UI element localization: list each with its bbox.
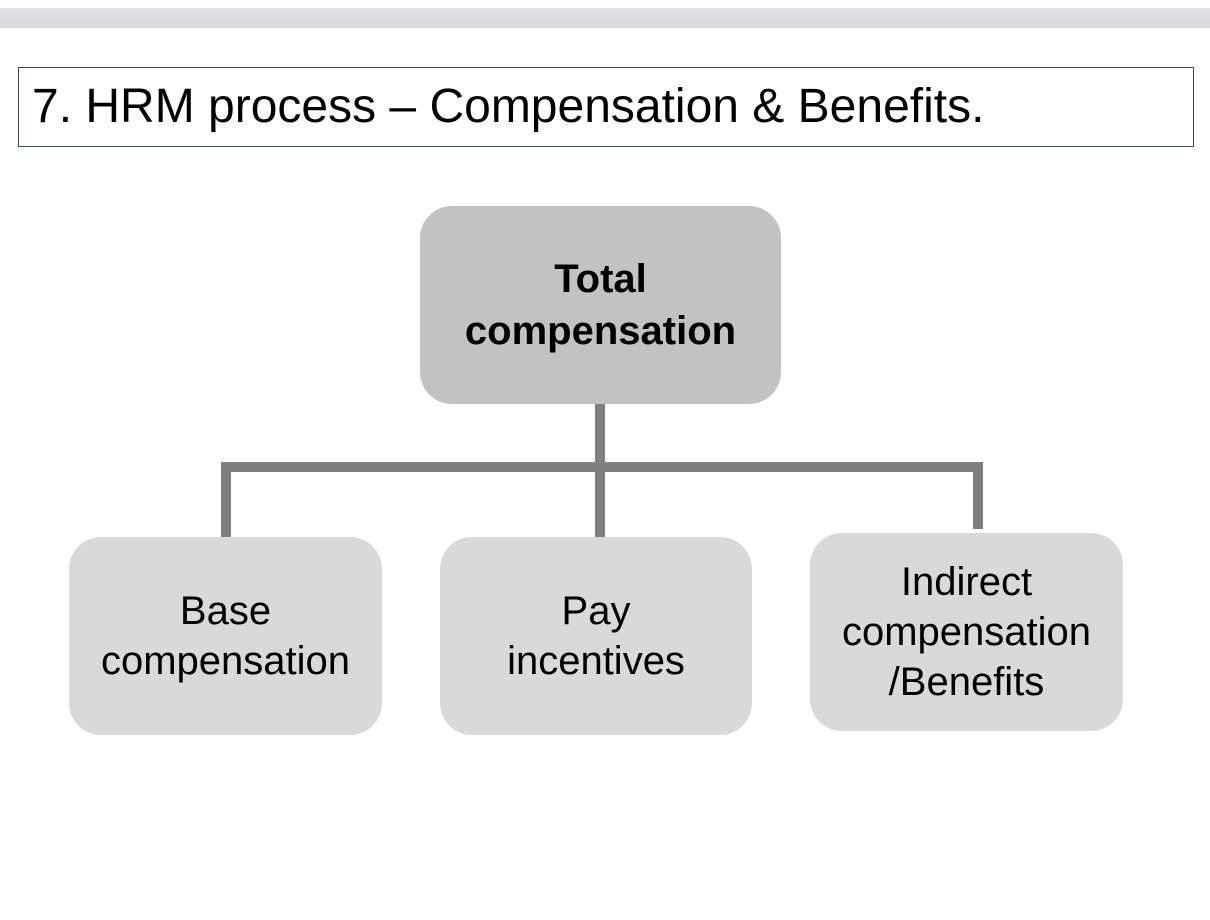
node-pay-incentives: Pay incentives [440,537,752,735]
slide-title: 7. HRM process – Compensation & Benefits… [32,80,985,133]
node-indirect-compensation-benefits: Indirect compensation /Benefits [810,533,1123,731]
node-label: Base compensation [100,589,351,683]
node-base-compensation: Base compensation [69,537,382,735]
title-box: 7. HRM process – Compensation & Benefits… [18,67,1194,147]
node-label: Indirect compensation /Benefits [841,560,1092,704]
node-label: Total compensation [464,257,737,353]
node-label: Pay incentives [507,589,685,683]
top-band [0,8,1210,28]
top-strip [0,0,1210,28]
node-total-compensation: Total compensation [420,206,781,404]
